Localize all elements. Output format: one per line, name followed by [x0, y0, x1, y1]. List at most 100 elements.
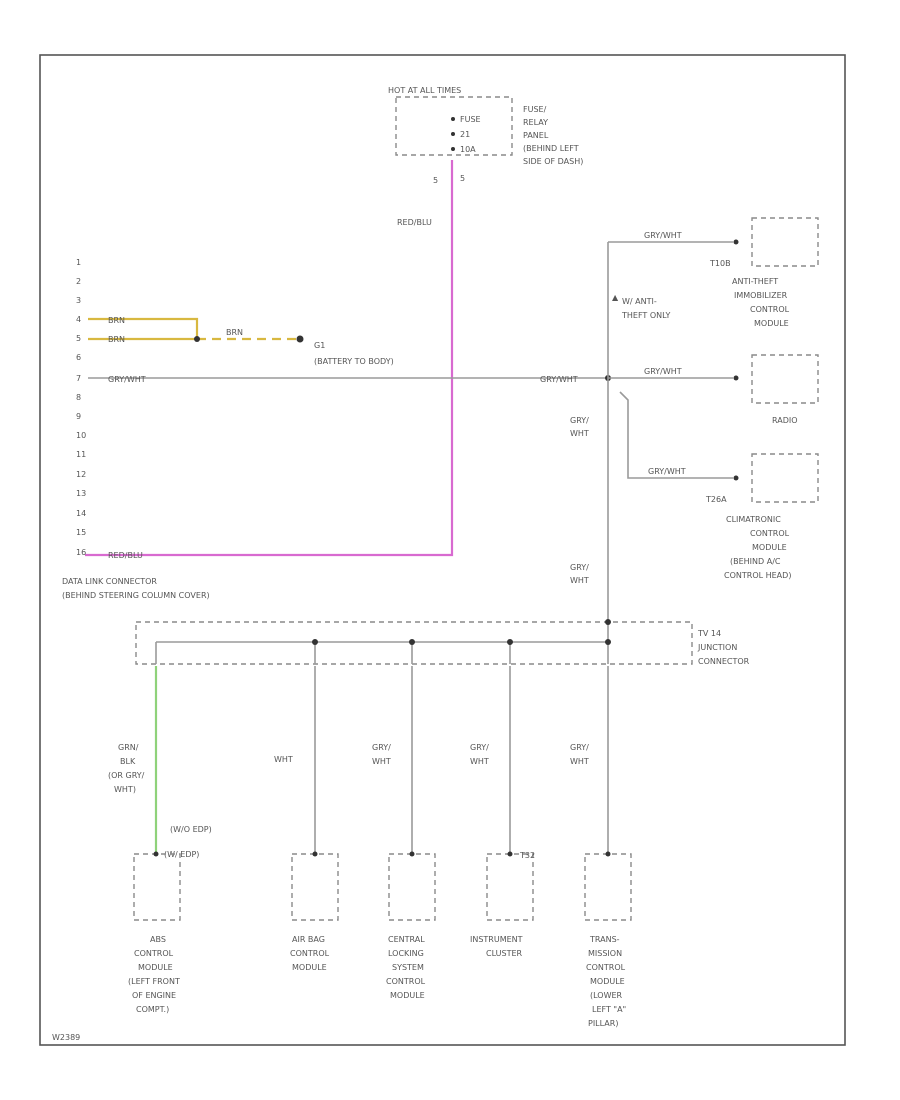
- dlc-pin: 5: [76, 334, 81, 343]
- abs-note: (W/O EDP): [170, 825, 212, 834]
- module-label-line: OF ENGINE: [132, 991, 176, 1000]
- module-label-line: MODULE: [590, 977, 625, 986]
- dlc-pin: 11: [76, 450, 86, 459]
- dlc-pin: 7: [76, 374, 81, 383]
- fuse-panel-desc: SIDE OF DASH): [523, 157, 583, 166]
- red-blu-wire-label: RED/BLU: [397, 218, 432, 227]
- central-locking-module-label: CENTRAL LOCKING SYSTEM CONTROL MODULE: [386, 935, 426, 1000]
- dlc-pin: 16: [76, 548, 86, 557]
- junction-label: TV 14: [697, 629, 721, 638]
- junction-pin: [605, 639, 611, 645]
- module-label-line: CENTRAL: [388, 935, 425, 944]
- junction-pin: [409, 639, 415, 645]
- dlc-pin: 14: [76, 509, 86, 518]
- fuse-panel-pin-label: FUSE: [460, 115, 481, 124]
- anti-theft-wire-label: GRY/WHT: [644, 231, 682, 240]
- dlc-pin: 6: [76, 353, 81, 362]
- fuse-panel-desc: FUSE/: [523, 105, 547, 114]
- brn-wire-label: BRN: [108, 335, 125, 344]
- air-bag-module-label: AIR BAG CONTROL MODULE: [290, 935, 330, 972]
- climatronic-label: MODULE: [752, 543, 787, 552]
- dlc-pin: 12: [76, 470, 86, 479]
- junction-pin: [605, 619, 611, 625]
- module-label-line: TRANS-: [589, 935, 620, 944]
- trunk-wire-label: WHT: [570, 429, 589, 438]
- abs-wire-label: (OR GRY/: [108, 771, 145, 780]
- instrument-cluster-wire-label: WHT: [470, 757, 489, 766]
- brn-wire: [88, 317, 199, 339]
- brn-wire-label: BRN: [108, 316, 125, 325]
- fuse-panel-pin-label: 21: [460, 130, 470, 139]
- anti-theft-connector: T10B: [709, 259, 731, 268]
- module-label-line: (LOWER: [590, 991, 623, 1000]
- trunk-wire-label: WHT: [570, 576, 589, 585]
- climatronic-box: [751, 453, 819, 503]
- connector-pin: [312, 851, 318, 857]
- junction-pin: [507, 639, 513, 645]
- climatronic-wire: [619, 391, 733, 479]
- dlc-pin: 1: [76, 258, 81, 267]
- connector-pin: [409, 851, 415, 857]
- junction-pin: [312, 639, 318, 645]
- module-label-line: ABS: [150, 935, 166, 944]
- diagram-code: W2389: [52, 1033, 80, 1042]
- ground-name: G1: [314, 341, 325, 350]
- anti-theft-module-label: CONTROL: [750, 305, 790, 314]
- module-label-line: CONTROL: [386, 977, 426, 986]
- module-label-line: MODULE: [390, 991, 425, 1000]
- fuse-pin-number: 5: [460, 174, 465, 183]
- abs-wire-label: GRN/: [118, 743, 139, 752]
- central-locking-wire-label: WHT: [372, 757, 391, 766]
- diagram-frame: [39, 54, 846, 1046]
- junction-connector-box: [135, 621, 693, 665]
- module-label-line: SYSTEM: [392, 963, 424, 972]
- anti-theft-module-label: IMMOBILIZER: [734, 291, 788, 300]
- abs-note: (W/ EDP): [164, 850, 199, 859]
- dlc-caption: (BEHIND STEERING COLUMN COVER): [62, 591, 210, 600]
- connector-pin: [733, 375, 739, 381]
- climatronic-label: (BEHIND A/C: [730, 557, 781, 566]
- instrument-cluster-connector: T32: [519, 851, 535, 860]
- ground-desc: (BATTERY TO BODY): [314, 357, 394, 366]
- instrument-cluster-wire-label: GRY/: [470, 743, 489, 752]
- fuse-terminal: [451, 117, 455, 121]
- module-label-line: MODULE: [292, 963, 327, 972]
- theft-note: THEFT ONLY: [621, 311, 671, 320]
- module-label-line: LEFT "A": [592, 1005, 626, 1014]
- dlc-pin: 2: [76, 277, 81, 286]
- fuse-terminal: [451, 147, 455, 151]
- air-bag-wire-label: WHT: [274, 755, 293, 764]
- dlc-pin: 9: [76, 412, 81, 421]
- dlc-pin: 3: [76, 296, 81, 305]
- dlc-pin: 15: [76, 528, 86, 537]
- fuse-panel-desc: (BEHIND LEFT: [523, 144, 579, 153]
- connector-pin: [507, 851, 513, 857]
- splice-dot: [194, 336, 200, 342]
- central-locking-module-box: [388, 853, 436, 921]
- dlc-pin: 13: [76, 489, 86, 498]
- fuse-panel-box: [395, 96, 513, 156]
- climatronic-label: CLIMATRONIC: [726, 515, 781, 524]
- instrument-cluster-box: [486, 853, 534, 921]
- trunk-wire-label: GRY/: [570, 563, 589, 572]
- module-label-line: COMPT.): [136, 1005, 169, 1014]
- dlc-pin: 10: [76, 431, 86, 440]
- transmission-wire-label: GRY/: [570, 743, 589, 752]
- module-label-line: INSTRUMENT: [470, 935, 523, 944]
- ground-terminal: [296, 335, 304, 343]
- fuse-panel-desc: PANEL: [523, 131, 549, 140]
- module-label-line: CONTROL: [586, 963, 626, 972]
- radio-box: [751, 354, 819, 404]
- abs-module-label: ABS CONTROL MODULE (LEFT FRONT OF ENGINE…: [128, 935, 180, 1014]
- gry-wht-wire-label: GRY/WHT: [108, 375, 146, 384]
- dlc-pin: 4: [76, 315, 81, 324]
- connector-pin: [605, 851, 611, 857]
- fuse-panel-desc: RELAY: [523, 118, 548, 127]
- brn-wire-label: BRN: [226, 328, 243, 337]
- fuse-terminal: [451, 132, 455, 136]
- red-blu-wire: [85, 160, 454, 557]
- abs-module-box: [133, 853, 181, 921]
- module-label-line: CLUSTER: [486, 949, 523, 958]
- module-label-line: MISSION: [588, 949, 622, 958]
